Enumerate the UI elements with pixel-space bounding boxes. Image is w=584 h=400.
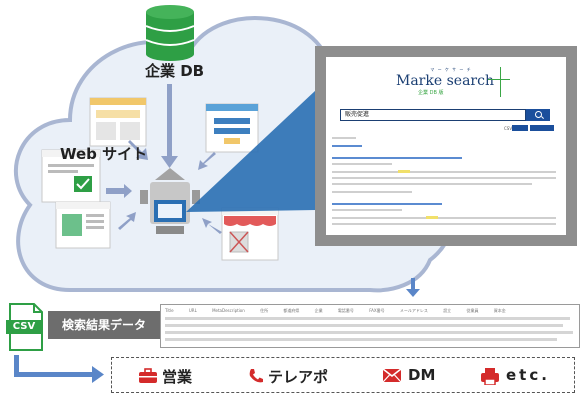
use-dm-label: DM <box>408 366 436 384</box>
table-header: 企業 <box>314 308 323 313</box>
use-dm: DM <box>382 366 435 384</box>
table-header-row: Title URL MetaDescription 住所 都道府県 企業 電話番… <box>165 308 520 314</box>
result-desc-line <box>332 183 532 185</box>
result-title-line <box>332 157 462 159</box>
use-telemarketing: テレアポ <box>248 366 328 387</box>
table-header: 住所 <box>260 308 269 313</box>
result-desc-line <box>332 171 556 173</box>
table-row <box>165 331 573 334</box>
result-button-b[interactable] <box>530 125 554 131</box>
brand-cross-horizontal <box>488 79 510 80</box>
search-icon <box>535 111 542 118</box>
table-header: 電話番号 <box>337 308 354 313</box>
use-etc: etc. <box>480 366 550 385</box>
table-header: URL <box>188 308 197 313</box>
table-row <box>165 317 570 320</box>
result-url-line <box>332 191 412 193</box>
brand-sub: 企業 DB 版 <box>418 90 444 96</box>
mail-icon <box>382 368 402 383</box>
table-header: 従業員 <box>466 308 479 313</box>
result-url-line <box>332 209 402 211</box>
arrow-db-to-robot <box>161 84 178 168</box>
table-header: メールアドレス <box>399 308 428 313</box>
table-header: 都道府県 <box>283 308 300 313</box>
beam <box>186 90 316 212</box>
search-icon-handle <box>541 116 544 120</box>
table-row <box>165 324 563 327</box>
result-table: Title URL MetaDescription 住所 都道府県 企業 電話番… <box>160 304 580 348</box>
arrow-screen-to-data <box>406 278 420 297</box>
browser-window-login <box>205 103 259 153</box>
result-highlight <box>426 216 438 219</box>
search-button[interactable] <box>526 109 550 121</box>
use-telemarketing-label: テレアポ <box>268 368 329 386</box>
result-url-line <box>332 163 392 165</box>
table-header: Title <box>165 308 174 313</box>
search-input[interactable]: 販売促進 <box>340 109 526 121</box>
result-desc-line <box>332 223 556 225</box>
table-header: FAX番号 <box>369 308 385 313</box>
brand-name: Marke search <box>396 73 494 89</box>
search-screen: マ ー ケ サ ー チ Marke search 企業 DB 版 販売促進 CS… <box>315 46 577 246</box>
table-header: MetaDescription <box>212 308 245 313</box>
result-meta-line <box>332 137 356 139</box>
result-title-line <box>332 203 442 205</box>
database-icon <box>145 5 195 61</box>
csv-file-icon <box>6 303 43 351</box>
company-db-label: 企業 DB <box>145 62 205 80</box>
csv-label: CSV <box>12 321 36 332</box>
table-header: 設立 <box>443 308 452 313</box>
fax-icon <box>481 368 499 385</box>
result-data-label: 検索結果データ <box>48 311 160 339</box>
table-row <box>165 338 557 341</box>
arrow-data-to-uses <box>14 355 104 383</box>
website-label: Web サイト <box>60 145 148 163</box>
browser-window-top <box>89 97 147 147</box>
brand-logo: マ ー ケ サ ー チ Marke search 企業 DB 版 <box>396 67 510 97</box>
use-sales: 営業 <box>138 366 192 387</box>
table-header: 資本金 <box>493 308 506 313</box>
result-desc-line <box>332 177 556 179</box>
search-row: 販売促進 <box>340 109 550 121</box>
brand-ruby: マ ー ケ サ ー チ <box>430 67 472 72</box>
screen-content: マ ー ケ サ ー チ Marke search 企業 DB 版 販売促進 CS… <box>326 57 566 235</box>
result-highlight <box>398 170 410 173</box>
arrows-to-robot <box>106 140 222 234</box>
use-sales-label: 営業 <box>162 368 193 386</box>
briefcase-icon <box>139 368 157 383</box>
uses-box: 営業 テレアポ DM etc. <box>111 357 575 393</box>
result-desc-line <box>332 217 556 219</box>
browser-window-article <box>55 201 111 249</box>
phone-icon <box>249 369 263 383</box>
result-link-line <box>332 145 362 147</box>
brand-cross-vertical <box>500 67 501 97</box>
crawler-robot-icon <box>140 168 200 234</box>
browser-window-shop <box>221 207 279 261</box>
use-etc-label: etc. <box>506 366 550 384</box>
result-button-a[interactable] <box>512 125 528 131</box>
